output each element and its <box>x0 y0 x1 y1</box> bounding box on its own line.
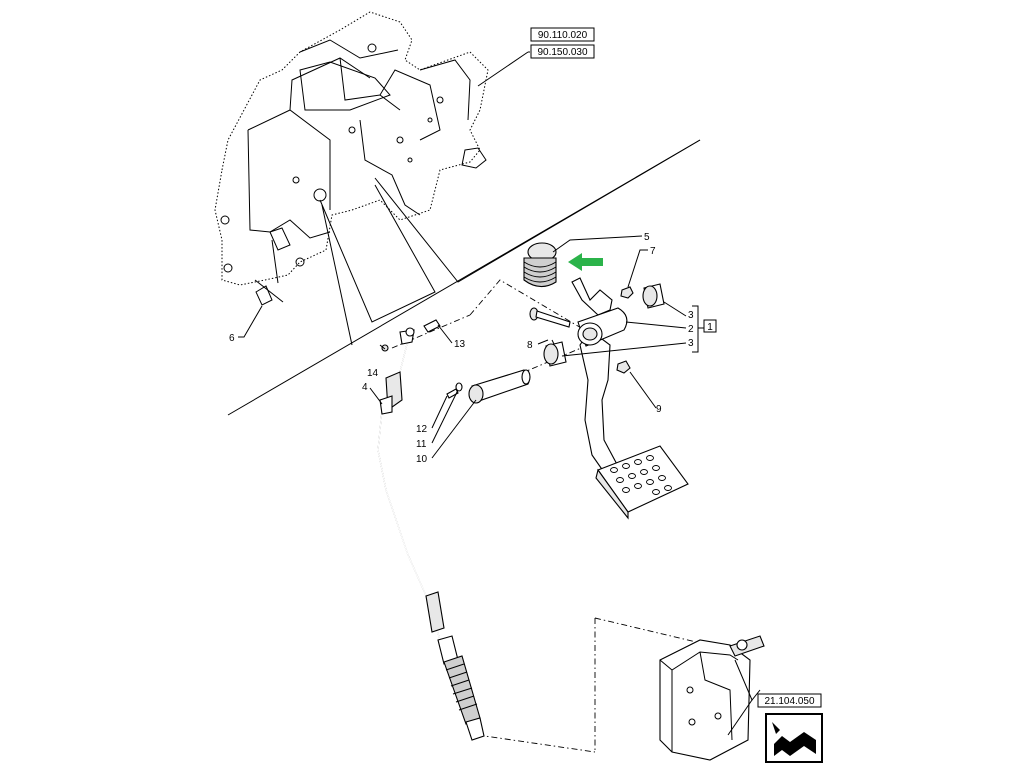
callout-3b: 3 <box>688 338 694 349</box>
nut-9 <box>616 360 631 374</box>
callout-5: 5 <box>644 232 650 243</box>
callout-12: 12 <box>416 424 428 435</box>
callout-8: 8 <box>527 340 533 351</box>
section-cut-line <box>374 139 701 283</box>
bolt-8 <box>529 307 571 328</box>
bushing-upper <box>642 283 665 309</box>
ref-box-top-1[interactable]: 90.110.020 <box>530 27 595 42</box>
pin-10 <box>468 369 531 404</box>
callout-11: 11 <box>416 439 427 450</box>
clip-14 <box>381 344 389 352</box>
callout-labels: 6 5 7 3 2 3 8 9 13 14 4 12 11 10 <box>229 232 694 465</box>
ref-box-bottom[interactable]: 21.104.050 <box>757 693 822 708</box>
callout-14: 14 <box>367 368 379 379</box>
callout-10: 10 <box>416 454 428 465</box>
callout-9: 9 <box>656 404 662 415</box>
bushing-lower <box>543 341 567 367</box>
callout-7: 7 <box>650 246 656 257</box>
fitting-13 <box>423 319 441 333</box>
svg-text:90.110.020: 90.110.020 <box>538 30 588 41</box>
chassis-frame <box>214 11 489 306</box>
pedal-assembly <box>571 277 689 520</box>
leader-lines <box>238 235 753 736</box>
ref-box-group[interactable]: 1 <box>703 319 717 333</box>
nut-7 <box>620 286 634 299</box>
inset-bracket <box>659 635 765 761</box>
svg-text:90.150.030: 90.150.030 <box>537 47 587 58</box>
green-indicator-arrow <box>568 253 603 271</box>
callout-4: 4 <box>362 382 368 393</box>
callout-13: 13 <box>454 339 466 350</box>
svg-text:1: 1 <box>707 322 713 333</box>
spring-part <box>523 242 557 288</box>
callout-3a: 3 <box>688 310 694 321</box>
clutch-cable <box>377 327 485 741</box>
callout-2: 2 <box>688 324 694 335</box>
return-arrow-icon[interactable] <box>765 713 823 763</box>
ref-box-top-2[interactable]: 90.150.030 <box>530 44 595 59</box>
callout-6: 6 <box>229 333 235 344</box>
svg-text:21.104.050: 21.104.050 <box>764 696 814 707</box>
bolt-12 <box>446 382 463 399</box>
